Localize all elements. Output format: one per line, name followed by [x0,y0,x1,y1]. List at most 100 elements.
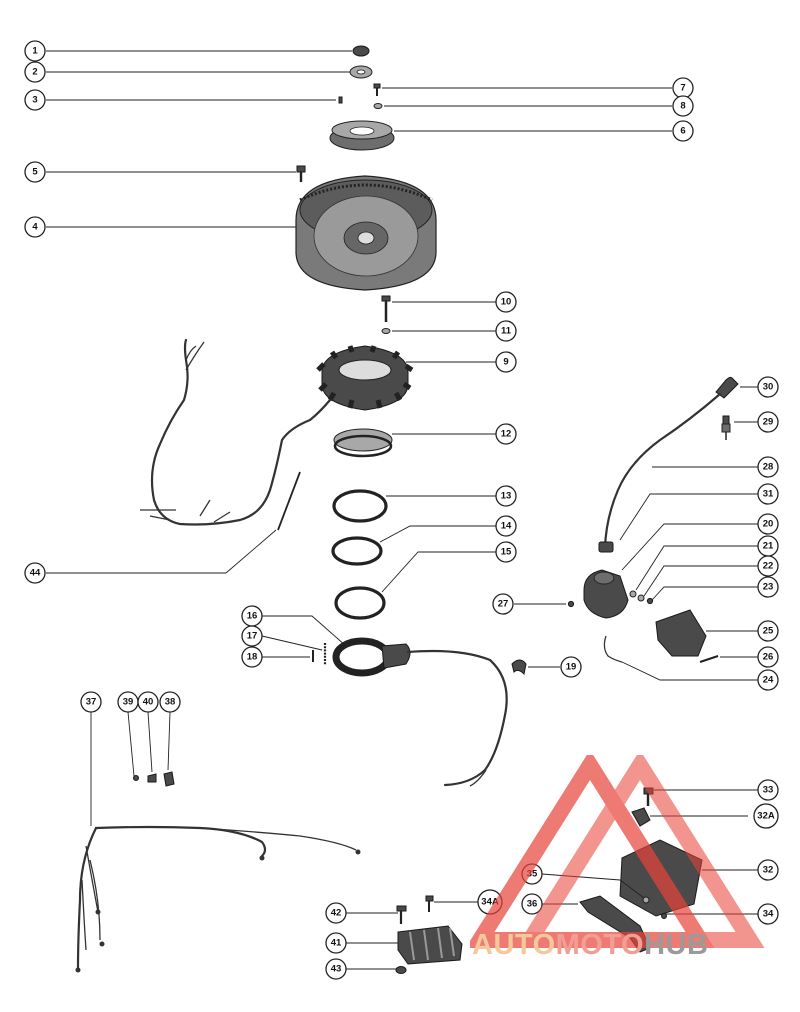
logo-part-hub: HUB [644,929,709,961]
svg-text:28: 28 [763,462,774,473]
part-starter-cup [329,120,395,151]
part-switch-box [619,839,703,917]
svg-text:5: 5 [32,167,38,178]
part-wiring-harness [75,825,361,973]
part-trigger [332,637,508,787]
callout-30: 30 [757,376,779,398]
callout-26: 26 [757,646,779,668]
svg-text:10: 10 [501,297,512,308]
svg-text:32: 32 [763,865,774,876]
part-ground-lead [603,635,623,663]
callout-10: 10 [495,291,517,313]
part-27 [567,600,575,608]
callout-16: 16 [241,605,263,627]
part-34 [661,913,667,919]
callout-24: 24 [757,669,779,691]
callout-32a: 32A [753,803,779,829]
svg-text:2: 2 [32,67,37,78]
callout-33: 33 [757,779,779,801]
callout-22: 22 [757,555,779,577]
svg-text:31: 31 [763,489,774,500]
svg-text:44: 44 [30,568,41,579]
callout-23: 23 [757,576,779,598]
part-ring-14 [331,536,383,566]
part-32a [631,807,651,827]
callout-3: 3 [24,89,46,111]
svg-text:3: 3 [32,95,37,106]
part-tie-strap [277,471,301,531]
svg-text:26: 26 [763,652,774,663]
svg-text:8: 8 [680,101,685,112]
svg-text:42: 42 [331,908,342,919]
svg-text:6: 6 [680,126,685,137]
logo-part-moto: MOTO [555,929,645,961]
part-flywheel-nut [352,45,370,57]
part-flywheel [295,175,437,291]
callout-20: 20 [757,513,779,535]
svg-text:40: 40 [143,697,154,708]
callout-43: 43 [325,958,347,980]
callout-13: 13 [495,485,517,507]
stator-harness [140,338,332,526]
callout-35: 35 [521,863,543,885]
svg-text:9: 9 [503,357,508,368]
callout-7: 7 [672,77,694,99]
part-terminal-block [397,925,463,965]
callout-9: 9 [495,351,517,373]
part-coil-cover [655,609,707,657]
svg-text:43: 43 [331,964,342,975]
callout-34: 34 [757,903,779,925]
part-stator-bolt [381,295,391,322]
svg-text:16: 16 [247,611,258,622]
callout-42: 42 [325,902,347,924]
callout-38: 38 [159,691,181,713]
callout-19: 19 [560,656,582,678]
callout-6: 6 [672,120,694,142]
callout-1: 1 [24,40,46,62]
svg-text:21: 21 [763,541,774,552]
svg-text:22: 22 [763,561,774,572]
callout-12: 12 [495,423,517,445]
callout-18: 18 [241,646,263,668]
svg-text:12: 12 [501,429,512,440]
part-ring-15 [334,586,386,620]
svg-text:29: 29 [763,417,774,428]
part-spark-plug [721,415,731,440]
svg-text:32A: 32A [757,811,775,822]
callout-27: 27 [492,593,514,615]
callout-21: 21 [757,535,779,557]
part-screw-33 [643,787,654,806]
svg-text:30: 30 [763,382,774,393]
svg-text:33: 33 [763,785,774,796]
svg-text:13: 13 [501,491,512,502]
part-lockwasher [373,103,383,109]
part-38 [163,771,175,787]
svg-text:17: 17 [247,631,258,642]
svg-text:14: 14 [501,521,512,532]
svg-text:25: 25 [763,626,774,637]
part-21 [629,590,637,598]
svg-text:34: 34 [763,909,774,920]
svg-text:7: 7 [680,83,685,94]
automotohub-logo-text: AUTOMOTOHUB [472,929,708,962]
part-screw-small [373,83,381,96]
svg-text:36: 36 [527,899,538,910]
svg-text:27: 27 [498,599,509,610]
part-39 [133,775,139,781]
svg-text:15: 15 [501,547,512,558]
svg-text:18: 18 [247,652,258,663]
callout-11: 11 [495,320,517,342]
part-40 [147,773,157,783]
part-ignition-coil [583,569,629,619]
svg-text:19: 19 [566,662,577,673]
part-stator-washer [381,328,391,334]
svg-text:37: 37 [86,697,97,708]
logo-part-auto: AUTO [472,929,556,961]
svg-text:34A: 34A [481,897,499,908]
callout-41: 41 [325,932,347,954]
svg-text:1: 1 [32,46,38,57]
svg-text:23: 23 [763,582,774,593]
callout-15: 15 [495,541,517,563]
svg-text:4: 4 [32,222,38,233]
